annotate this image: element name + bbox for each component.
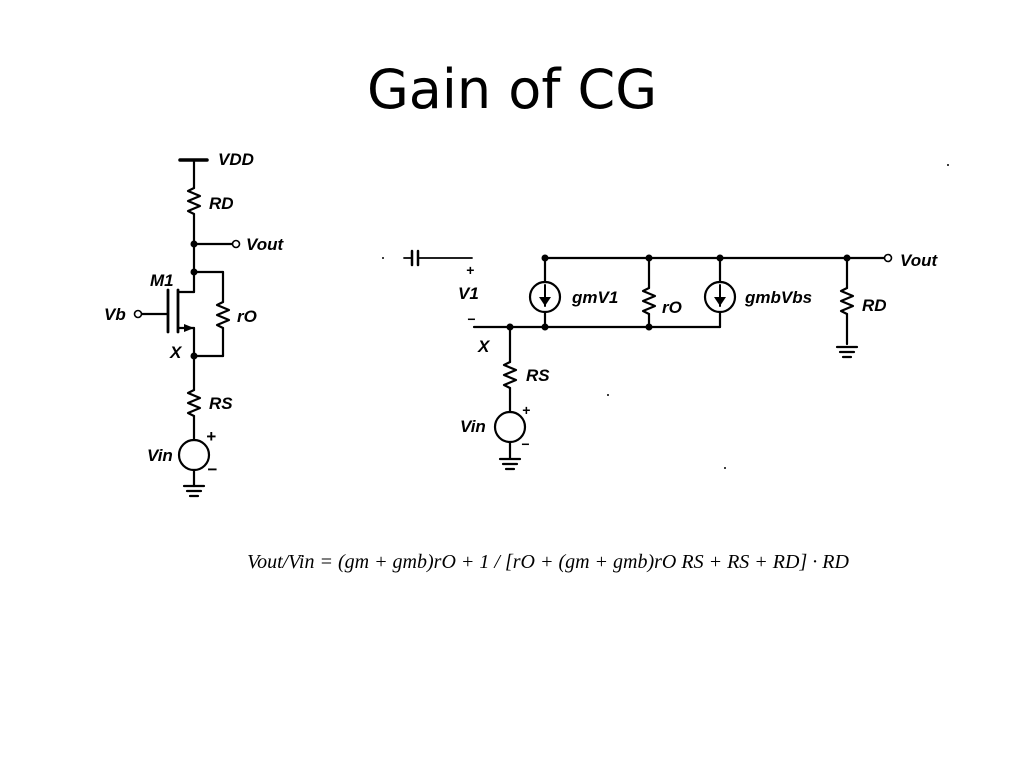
rs-small-signal-label: RS — [526, 366, 550, 385]
ro-label: rO — [237, 307, 257, 326]
vin-label: Vin — [147, 446, 173, 465]
x-small-signal-label: X — [477, 337, 491, 356]
slide-title: Gain of CG — [366, 58, 658, 121]
vin-minus-small-signal-label: − — [521, 436, 529, 452]
gmv1-label: gmV1 — [571, 288, 618, 307]
rs-label: RS — [209, 394, 233, 413]
vin-minus-label: − — [207, 460, 217, 479]
vin-plus-small-signal-label: + — [522, 402, 530, 418]
right-circuit-fill — [382, 164, 949, 469]
vout-small-signal-label: Vout — [900, 251, 938, 270]
v1-plus-label: + — [466, 262, 474, 278]
right-circuit-terminals — [883, 253, 893, 263]
vin-small-signal-label: Vin — [460, 417, 486, 436]
gain-formula-text: Vout/Vin = (gm + gmb)rO + 1 / [rO + (gm … — [247, 551, 849, 573]
right-circuit-wires — [403, 249, 886, 471]
left-circuit-wires — [140, 158, 234, 498]
m1-label: M1 — [150, 271, 174, 290]
gain-equation: Vout/Vin = (gm + gmb)rO + 1 / [rO + (gm … — [247, 551, 849, 573]
vdd-label: VDD — [218, 150, 254, 169]
rd-label: RD — [209, 194, 234, 213]
vin-plus-label: + — [206, 427, 216, 446]
v1-minus-label: − — [467, 311, 475, 327]
right-circuit-labels: + V1 − gmV1 rO gmbVbs RD Vout X RS Vin +… — [458, 251, 938, 452]
vb-label: Vb — [104, 305, 126, 324]
v1-label: V1 — [458, 284, 479, 303]
left-circuit-labels: VDD RD Vout M1 Vb rO X RS Vin + − — [104, 150, 284, 479]
x-node-label: X — [169, 343, 183, 362]
vout-label: Vout — [246, 235, 284, 254]
left-circuit-terminals — [133, 239, 241, 319]
rd-small-signal-label: RD — [862, 296, 887, 315]
gmbvbs-label: gmbVbs — [744, 288, 812, 307]
left-circuit-dots — [184, 240, 198, 360]
ro-small-signal-label: rO — [662, 298, 682, 317]
